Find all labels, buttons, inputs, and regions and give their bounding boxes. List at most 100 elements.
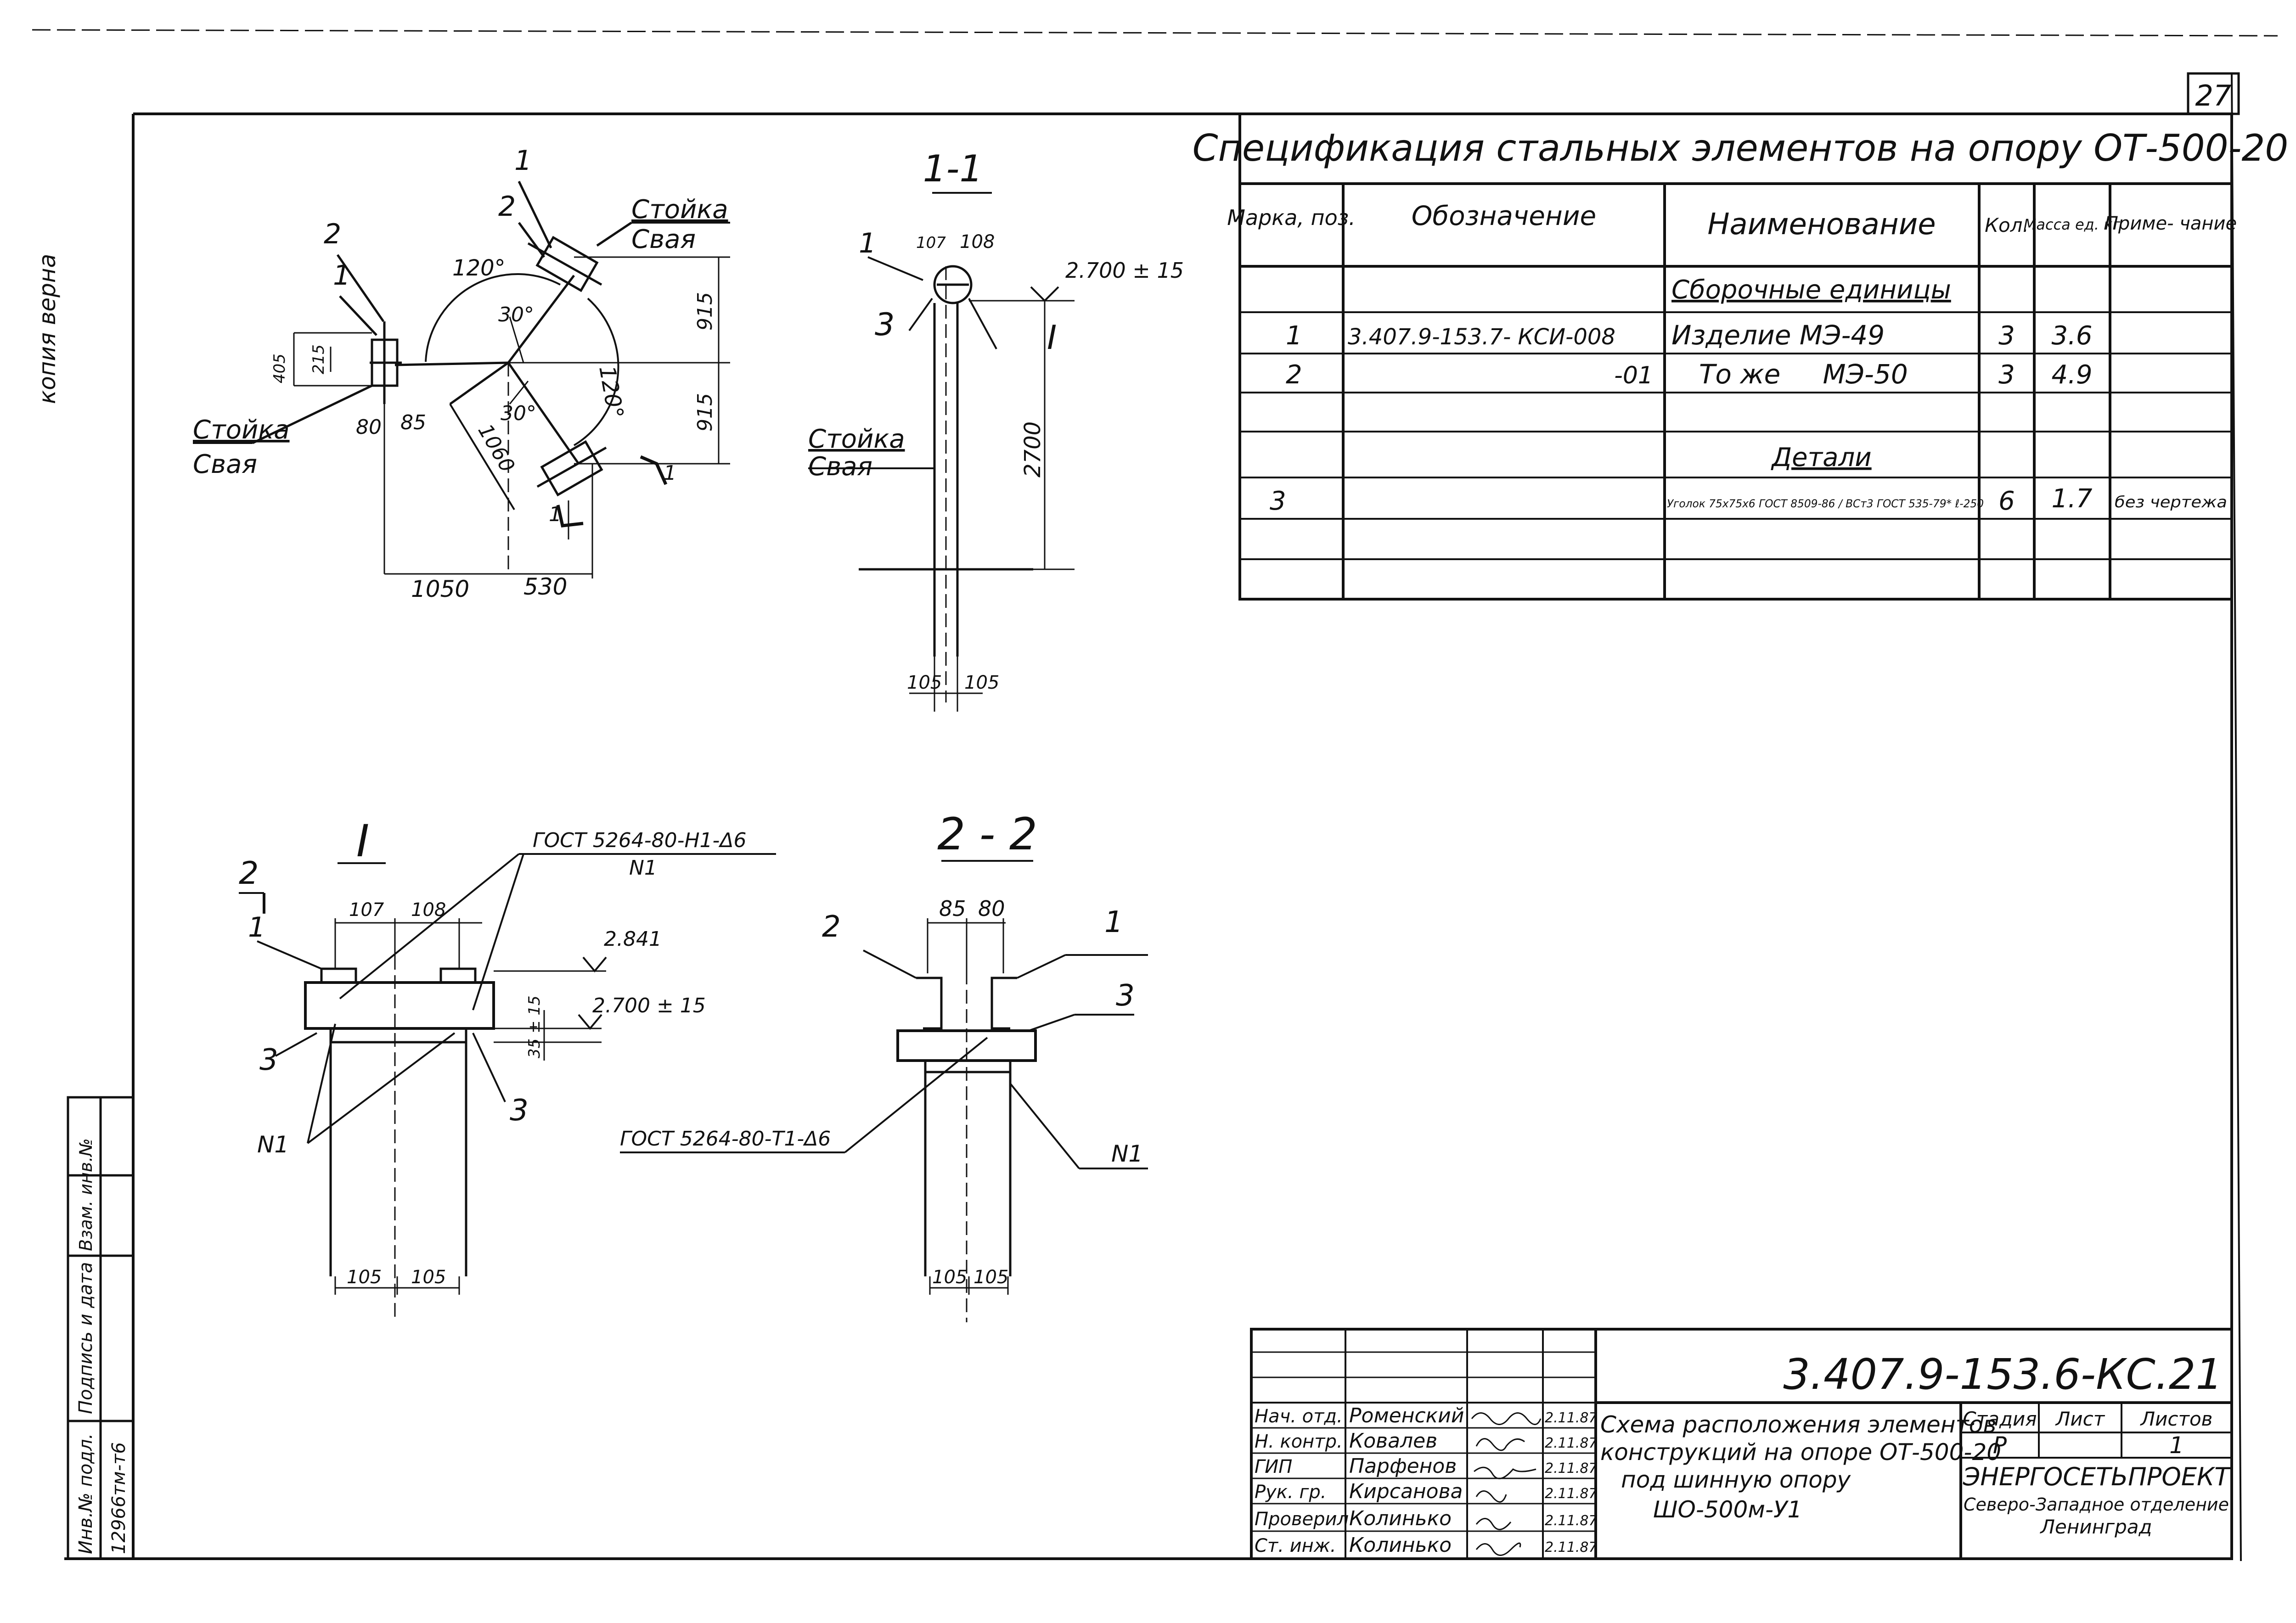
left-stamp: Инв.№ подл. Подпись и дата Взам. инв.№ 1… — [67, 1096, 135, 1560]
sheets-value: 1 — [2169, 1432, 2184, 1459]
spec-row-5-note: без чертежа — [2115, 493, 2227, 511]
plan-dim-1060: 1060 — [473, 420, 519, 476]
sheets-header: Листов — [2140, 1408, 2213, 1430]
detail-i-elev-2841: 2.841 — [604, 927, 662, 951]
doc-code: 3.407.9-153.6-КС.21 — [1783, 1350, 2223, 1399]
spec-row-2-code: -01 — [1614, 362, 1653, 389]
org-name: ЭНЕРГОСЕТЬПРОЕКТ — [1963, 1462, 2232, 1491]
spec-row-4-name: Детали — [1770, 443, 1871, 472]
person-4-date: 2.11.87 — [1545, 1513, 1598, 1529]
detail-i-elev-2700: 2.700 ± 15 — [592, 994, 706, 1017]
person-2-name: Парфенов — [1349, 1455, 1457, 1478]
spec-row-2-mass: 4.9 — [2051, 360, 2092, 390]
spec-header-name: Наименование — [1707, 208, 1936, 241]
detail-i-pos-1: 1 — [248, 911, 265, 943]
section-1-1: 1-1 1 3 I 107 108 2.700 ± 15 2700 Стойка… — [808, 147, 1184, 712]
section-2-2-pos-2: 2 — [822, 910, 841, 944]
detail-i-pos-3-left: 3 — [259, 1043, 278, 1077]
detail-i-cut-2: 2 — [239, 855, 259, 892]
person-1-role: Н. контр. — [1255, 1431, 1343, 1452]
plan-pos-1-top: 1 — [514, 145, 532, 177]
detail-i-dim-108: 108 — [411, 899, 446, 921]
spec-row-2-pos: 2 — [1286, 360, 1302, 390]
section-2-2-pos-3: 3 — [1116, 979, 1135, 1013]
doc-title-line-2: конструкций на опоре ОТ-500-20 — [1600, 1439, 2001, 1466]
spec-row-5-name: Уголок 75x75x6 ГОСТ 8509-86 / ВСт3 ГОСТ … — [1667, 497, 1984, 510]
section-1-1-elev: 2.700 ± 15 — [1065, 258, 1184, 283]
doc-title-line-4: ШО-500м-У1 — [1653, 1496, 1802, 1523]
section-2-2-n1: N1 — [1111, 1140, 1143, 1167]
section-1-1-dim-105-right: 105 — [964, 672, 999, 693]
spec-header-code: Обозначение — [1412, 200, 1596, 231]
plan-dim-85: 85 — [400, 411, 426, 434]
section-1-1-ref-i: I — [1047, 318, 1057, 357]
plan-dim-405: 405 — [270, 354, 289, 383]
plan-angle-30-bottom: 30° — [501, 402, 536, 425]
person-2-date: 2.11.87 — [1545, 1460, 1598, 1477]
inventory-number: 12966тм-т6 — [108, 1442, 129, 1554]
plan-angle-30-top: 30° — [498, 303, 534, 326]
plan-view: Стойка Свая Стойка Свая 2 1 1 2 120° 120… — [193, 145, 730, 602]
section-2-2-weld: ГОСТ 5264-80-Т1-Δ6 — [620, 1127, 831, 1151]
detail-i-dim-107: 107 — [349, 899, 384, 921]
spec-title: Спецификация стальных элементов на опору… — [1193, 127, 2289, 169]
person-2-role: ГИП — [1255, 1456, 1292, 1477]
person-4-name: Колинько — [1349, 1507, 1452, 1530]
plan-pos-1-left: 1 — [333, 259, 350, 292]
section-1-1-pos-1: 1 — [859, 227, 876, 259]
detail-i-n1: N1 — [257, 1131, 289, 1158]
person-0-date: 2.11.87 — [1545, 1410, 1598, 1426]
replace-label: Взам. инв.№ — [76, 1138, 96, 1251]
org-sub: Северо-Западное отделение — [1964, 1494, 2229, 1515]
plan-angle-120-right: 120° — [594, 364, 628, 421]
plan-pos-2-top: 2 — [498, 191, 516, 223]
stage-value: Р — [1993, 1432, 2007, 1459]
inv-label: Инв.№ подл. — [75, 1433, 96, 1554]
plan-dim-80: 80 — [356, 416, 382, 439]
spec-header-mass: Масса ед. кг — [2024, 216, 2121, 233]
section-2-2-title: 2 - 2 — [937, 809, 1037, 860]
section-2-2-pos-1: 1 — [1104, 905, 1123, 939]
section-1-1-title: 1-1 — [923, 147, 983, 190]
section-2-2: 2 - 2 2 1 3 N1 ГОСТ 5264-80-Т1-Δ6 85 80 … — [620, 809, 1148, 1322]
doc-title: Схема расположения элементов конструкций… — [1600, 1411, 2009, 1523]
sheet-header: Лист — [2055, 1408, 2105, 1430]
spec-row-1-name: Изделие МЭ-49 — [1671, 320, 1885, 351]
plan-stoyka-right: Стойка — [631, 195, 728, 225]
detail-i: I 2 ГОСТ 5264-80-Н1-Δ6 N1 1 3 3 N1 107 1… — [239, 815, 776, 1322]
spec-row-5-mass: 1.7 — [2051, 484, 2092, 514]
section-1-1-pos-3: 3 — [875, 307, 895, 343]
section-2-2-dim-105-right: 105 — [974, 1267, 1008, 1288]
plan-dim-915-top: 915 — [693, 292, 717, 331]
section-1-1-dim-105-left: 105 — [907, 672, 942, 693]
plan-dim-1050: 1050 — [411, 576, 469, 602]
section-2-2-dim-80: 80 — [978, 896, 1005, 921]
plan-stoyka-left: Стойка — [193, 415, 290, 445]
detail-i-pos-3-right: 3 — [510, 1094, 529, 1128]
section-1-1-dim-107: 107 — [916, 234, 946, 252]
doc-title-line-1: Схема расположения элементов — [1600, 1411, 1997, 1438]
spec-row-2-qty: 3 — [1998, 360, 2015, 390]
person-3-name: Кирсанова — [1349, 1480, 1463, 1503]
person-1-name: Ковалев — [1349, 1429, 1437, 1453]
spec-row-1-qty: 3 — [1998, 321, 2015, 351]
spec-header-qty: Кол. — [1985, 214, 2029, 236]
plan-angle-120-top: 120° — [452, 255, 506, 281]
person-5-role: Ст. инж. — [1255, 1535, 1336, 1556]
spec-row-2-name: То же МЭ-50 — [1699, 359, 1908, 390]
detail-i-dim-105-left: 105 — [347, 1267, 382, 1288]
detail-i-weld-top-n: N1 — [629, 856, 657, 880]
section-2-2-dim-105-left: 105 — [932, 1267, 967, 1288]
detail-i-dim-105-right: 105 — [411, 1267, 446, 1288]
person-3-role: Рук. гр. — [1255, 1482, 1327, 1503]
doc-title-line-3: под шинную опору — [1621, 1466, 1851, 1493]
person-0-role: Нач. отд. — [1255, 1406, 1343, 1427]
section-1-1-stoyka: Стойка — [808, 424, 905, 454]
plan-svaya-left: Свая — [193, 449, 257, 479]
spec-row-1-pos: 1 — [1286, 321, 1302, 351]
signature-label: Подпись и дата — [75, 1262, 96, 1414]
person-4-role: Проверил — [1255, 1509, 1349, 1530]
section-1-1-dim-108: 108 — [960, 231, 995, 253]
detail-i-title: I — [356, 815, 369, 867]
